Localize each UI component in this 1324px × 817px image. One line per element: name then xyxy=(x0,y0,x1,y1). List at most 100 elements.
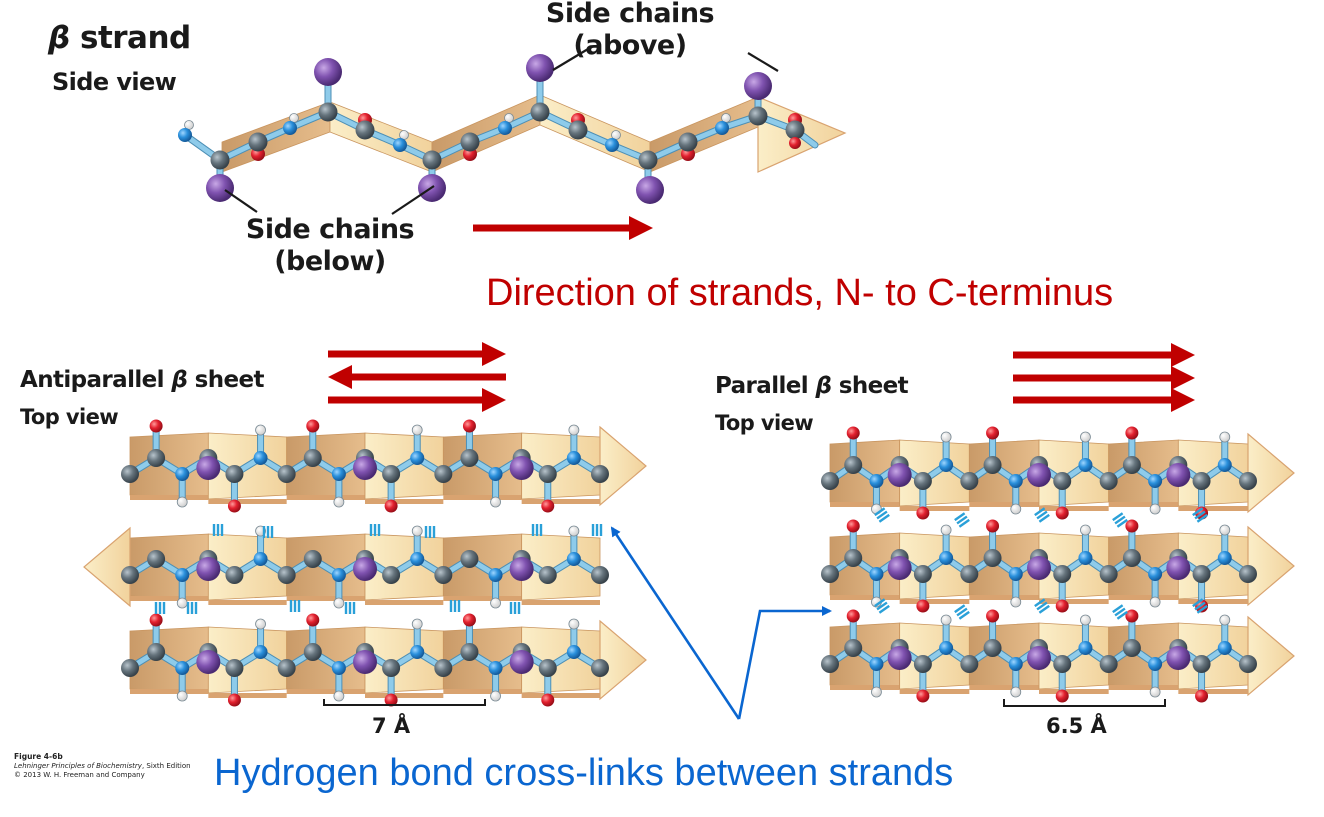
hydrogen-atom xyxy=(568,618,580,630)
hydrogen-atom xyxy=(333,496,345,508)
carbon-atom xyxy=(225,659,244,677)
nitrogen-atom xyxy=(410,552,425,566)
carbon-atom xyxy=(147,449,166,467)
nitrogen-atom xyxy=(488,568,503,582)
nitrogen-atom xyxy=(393,138,407,152)
carbon-atom xyxy=(983,549,1002,567)
parallel-title: Parallel β sheet xyxy=(715,373,909,399)
hbond-caption: Hydrogen bond cross-links between strand… xyxy=(214,752,954,794)
side-chains-below-line2: (below) xyxy=(274,246,386,277)
side-chain-atom xyxy=(353,456,377,480)
nitrogen-atom xyxy=(1148,657,1163,671)
hydrogen-atom xyxy=(1219,524,1231,536)
hydrogen-atom xyxy=(940,614,952,626)
carbon-atom xyxy=(913,472,932,490)
hydrogen-atom xyxy=(940,431,952,443)
pleat-edge xyxy=(286,689,365,694)
carbon-atom xyxy=(591,566,609,584)
pleat-edge xyxy=(130,689,209,694)
carbon-atom xyxy=(318,102,338,122)
parallel-direction-arrow xyxy=(1013,396,1173,404)
hydrogen-atom xyxy=(1080,524,1091,536)
strand-direction-arrow-head xyxy=(629,216,653,240)
nitrogen-atom xyxy=(253,552,268,566)
hydrogen-atom xyxy=(411,618,423,630)
strand-direction-arrow xyxy=(473,224,631,232)
carbon-atom xyxy=(277,566,296,584)
nitrogen-atom xyxy=(178,128,192,142)
oxygen-atom xyxy=(462,613,476,627)
hydrogen-bond xyxy=(1192,507,1208,523)
nitrogen-atom xyxy=(1078,551,1093,565)
pleat-edge xyxy=(830,685,900,690)
antiparallel-direction-arrow-head xyxy=(482,342,506,366)
carbon-atom xyxy=(382,659,401,677)
nitrogen-atom xyxy=(410,645,425,659)
carbon-atom xyxy=(748,106,768,126)
hbond-pointer-antiparallel xyxy=(610,526,741,720)
hydrogen-atom xyxy=(568,424,580,436)
beta-symbol: β xyxy=(171,367,188,393)
oxygen-atom xyxy=(306,419,320,433)
nitrogen-atom xyxy=(566,552,581,566)
hydrogen-bond xyxy=(874,598,890,614)
hydrogen-bond xyxy=(289,600,301,612)
hydrogen-bond xyxy=(424,526,436,538)
hydrogen-atom xyxy=(490,690,501,702)
pleat-edge xyxy=(969,685,1039,690)
antiparallel-sheet xyxy=(83,419,647,707)
hydrogen-atom xyxy=(490,597,501,609)
hydrogen-atom xyxy=(176,496,188,508)
oxygen-atom xyxy=(846,426,860,440)
pleat-edge xyxy=(969,502,1039,507)
oxygen-atom xyxy=(1125,519,1139,533)
pleat-edge xyxy=(130,495,209,500)
nitrogen-atom xyxy=(488,661,503,675)
parallel-direction-arrow-head xyxy=(1171,388,1195,412)
oxygen-atom xyxy=(541,693,555,707)
carbon-atom xyxy=(960,565,979,583)
pleat-edge xyxy=(365,693,444,698)
parallel-subtitle: Top view xyxy=(715,411,814,435)
carbon-atom xyxy=(147,643,166,661)
strand-title-text: strand xyxy=(69,20,191,56)
oxygen-atom xyxy=(149,419,163,433)
hydrogen-atom xyxy=(176,690,188,702)
hydrogen-bond xyxy=(262,526,274,538)
oxygen-atom xyxy=(306,613,320,627)
side-chain-atom xyxy=(887,646,912,670)
scale-bar-antiparallel xyxy=(323,699,486,706)
hydrogen-atom xyxy=(255,424,266,436)
carbon-atom xyxy=(147,550,166,568)
hydrogen-atom xyxy=(176,597,188,609)
hydrogen-atom xyxy=(871,686,882,698)
parallel-direction-arrow-head xyxy=(1171,366,1195,390)
hydrogen-bond-dash xyxy=(954,604,966,614)
pleat-edge xyxy=(130,596,209,601)
oxygen-atom xyxy=(1055,506,1069,520)
carbon-atom xyxy=(821,472,839,490)
antiparallel-direction-arrow xyxy=(328,396,484,404)
hydrogen-bond-dash xyxy=(1114,607,1126,617)
hydrogen-atom xyxy=(1149,596,1161,608)
hydrogen-atom xyxy=(568,525,580,537)
oxygen-atom xyxy=(384,693,398,707)
side-chain-atom xyxy=(887,556,912,580)
hydrogen-bond-dash xyxy=(876,510,888,520)
oxygen-atom xyxy=(789,137,801,149)
oxygen-atom xyxy=(916,506,930,520)
pleat-edge xyxy=(521,693,600,698)
oxygen-atom xyxy=(227,499,241,513)
carbon-atom xyxy=(382,566,401,584)
hydrogen-atom xyxy=(411,525,423,537)
nitrogen-atom xyxy=(1217,641,1232,655)
hydrogen-bond xyxy=(369,524,381,536)
oxygen-atom xyxy=(1055,689,1069,703)
hydrogen-bond xyxy=(591,524,603,536)
pleat-edge xyxy=(286,495,365,500)
nitrogen-atom xyxy=(1008,474,1023,488)
nitrogen-atom xyxy=(1078,458,1093,472)
nitrogen-atom xyxy=(939,641,954,655)
strand-subtitle: Side view xyxy=(52,68,177,96)
